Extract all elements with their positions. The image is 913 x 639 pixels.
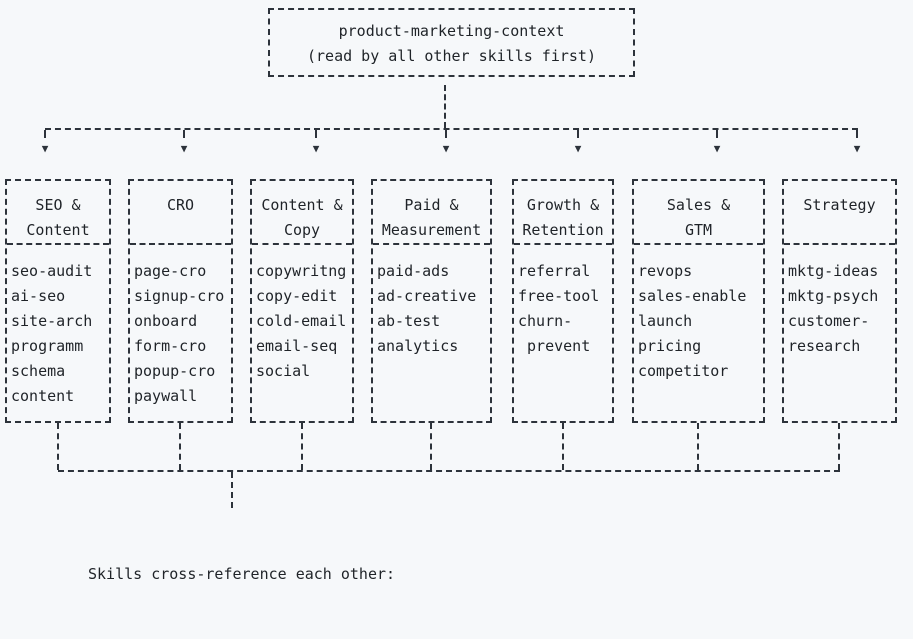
skill-item: launch xyxy=(638,312,693,330)
category-skill-list: referral free-tool churn- prevent xyxy=(514,245,612,359)
branch-tick xyxy=(315,130,317,138)
category-title-line2: Retention xyxy=(522,221,604,239)
skill-item: content xyxy=(11,387,75,405)
join-stub-line xyxy=(697,423,699,470)
category-title: CRO xyxy=(166,196,195,214)
root-skill-subtitle: (read by all other skills first) xyxy=(307,47,596,65)
category-box-content-copy: Content & Copy copywritng copy-edit cold-e… xyxy=(250,179,354,423)
arrow-down-icon: ▼ xyxy=(41,142,49,155)
skill-item: copywritng xyxy=(256,262,347,280)
category-skill-list: copywritng copy-edit cold-email email-seq so… xyxy=(252,245,352,384)
category-box-header: Strategy xyxy=(784,181,895,245)
category-skill-list: revops sales-enable launch pricing competito… xyxy=(634,245,763,384)
category-box-strategy: Strategy mktg-ideas mktg-psych customer-re… xyxy=(782,179,897,423)
join-stub-line xyxy=(179,423,181,470)
category-box-header: Sales & GTM xyxy=(634,181,763,245)
skill-item: churn- xyxy=(518,312,573,330)
cross-reference-heading: Skills cross-reference each other: xyxy=(88,565,396,583)
category-skill-list: paid-ads ad-creative ab-test analytics xyxy=(373,245,490,359)
arrow-down-icon: ▼ xyxy=(312,142,320,155)
skill-item: site-arch xyxy=(11,312,93,330)
skill-item: customer- xyxy=(788,312,870,330)
category-title-line2: Measurement xyxy=(381,221,482,239)
root-skill-title: product-marketing-context xyxy=(338,22,565,40)
skill-item: referral xyxy=(518,262,591,280)
category-box-header: SEO & Content xyxy=(7,181,109,245)
skill-item: revops xyxy=(638,262,693,280)
category-title: Paid & xyxy=(404,196,459,214)
skill-item: mktg-psych xyxy=(788,287,879,305)
join-crossbar-line xyxy=(58,470,840,472)
skill-item: mktg-ideas xyxy=(788,262,879,280)
category-title: Strategy xyxy=(803,196,876,214)
skill-item: programm xyxy=(11,337,84,355)
arrow-down-icon: ▼ xyxy=(853,142,861,155)
category-title-line2: Content xyxy=(26,221,90,239)
category-box-header: Growth & Retention xyxy=(514,181,612,245)
skill-item: prevent xyxy=(518,337,591,355)
skill-item: social xyxy=(256,362,311,380)
category-box-growth-retention: Growth & Retention referral free-tool chur… xyxy=(512,179,614,423)
arrow-down-icon: ▼ xyxy=(713,142,721,155)
skill-item: free-tool xyxy=(518,287,600,305)
branch-tick xyxy=(577,130,579,138)
skill-item: ad-creative xyxy=(377,287,477,305)
skill-item: schema xyxy=(11,362,66,380)
category-box-cro: CRO page-cro signup-cro onboard form-cro pop… xyxy=(128,179,233,423)
footer-drop-line xyxy=(231,472,233,508)
skill-item: seo-audit xyxy=(11,262,93,280)
skill-item: research xyxy=(788,337,861,355)
skill-item: onboard xyxy=(134,312,198,330)
trunk-connector-line xyxy=(444,85,446,128)
branch-tick xyxy=(44,130,46,138)
cross-reference-note: Skills cross-reference each other: copyw… xyxy=(88,512,702,639)
join-stub-line xyxy=(57,423,59,470)
skill-item: competitor xyxy=(638,362,729,380)
branch-tick xyxy=(856,130,858,138)
skill-item: copy-edit xyxy=(256,287,338,305)
branch-tick xyxy=(716,130,718,138)
join-stub-line xyxy=(838,423,840,470)
category-title: Growth & xyxy=(526,196,600,214)
arrow-down-icon: ▼ xyxy=(180,142,188,155)
arrow-down-icon: ▼ xyxy=(442,142,450,155)
category-title: SEO & xyxy=(35,196,81,214)
join-stub-line xyxy=(562,423,564,470)
skill-item: paywall xyxy=(134,387,198,405)
category-title-line2: Copy xyxy=(283,221,321,239)
branch-tick xyxy=(183,130,185,138)
category-skill-list: mktg-ideas mktg-psych customer-research xyxy=(784,245,895,359)
category-skill-list: page-cro signup-cro onboard form-cro popup-c… xyxy=(130,245,231,409)
skill-item: signup-cro xyxy=(134,287,225,305)
category-title-line2: GTM xyxy=(684,221,713,239)
root-skill-box: product-marketing-context (read by all o… xyxy=(268,8,635,77)
skill-item: paid-ads xyxy=(377,262,450,280)
category-title-line2 xyxy=(130,218,231,243)
category-title-line2 xyxy=(784,218,895,243)
branch-crossbar-line xyxy=(45,128,858,130)
skill-item: analytics xyxy=(377,337,459,355)
category-box-header: Paid & Measurement xyxy=(373,181,490,245)
skill-item: ab-test xyxy=(377,312,441,330)
category-box-sales-gtm: Sales & GTM revops sales-enable launch pric… xyxy=(632,179,765,423)
skill-item: ai-seo xyxy=(11,287,66,305)
skill-item: popup-cro xyxy=(134,362,216,380)
category-title: Content & xyxy=(261,196,343,214)
skill-item: form-cro xyxy=(134,337,207,355)
join-stub-line xyxy=(301,423,303,470)
arrow-down-icon: ▼ xyxy=(574,142,582,155)
skill-item: pricing xyxy=(638,337,702,355)
category-box-paid-measurement: Paid & Measurement paid-ads ad-creative ab… xyxy=(371,179,492,423)
skill-item: cold-email xyxy=(256,312,347,330)
branch-tick xyxy=(445,130,447,138)
category-box-seo-content: SEO & Content seo-audit ai-seo site-arch pr… xyxy=(5,179,111,423)
category-box-header: Content & Copy xyxy=(252,181,352,245)
category-skill-list: seo-audit ai-seo site-arch programm schema co… xyxy=(7,245,109,409)
category-title: Sales & xyxy=(666,196,731,214)
skill-item: email-seq xyxy=(256,337,338,355)
skill-item: page-cro xyxy=(134,262,207,280)
join-stub-line xyxy=(430,423,432,470)
skill-item: sales-enable xyxy=(638,287,747,305)
category-box-header: CRO xyxy=(130,181,231,245)
